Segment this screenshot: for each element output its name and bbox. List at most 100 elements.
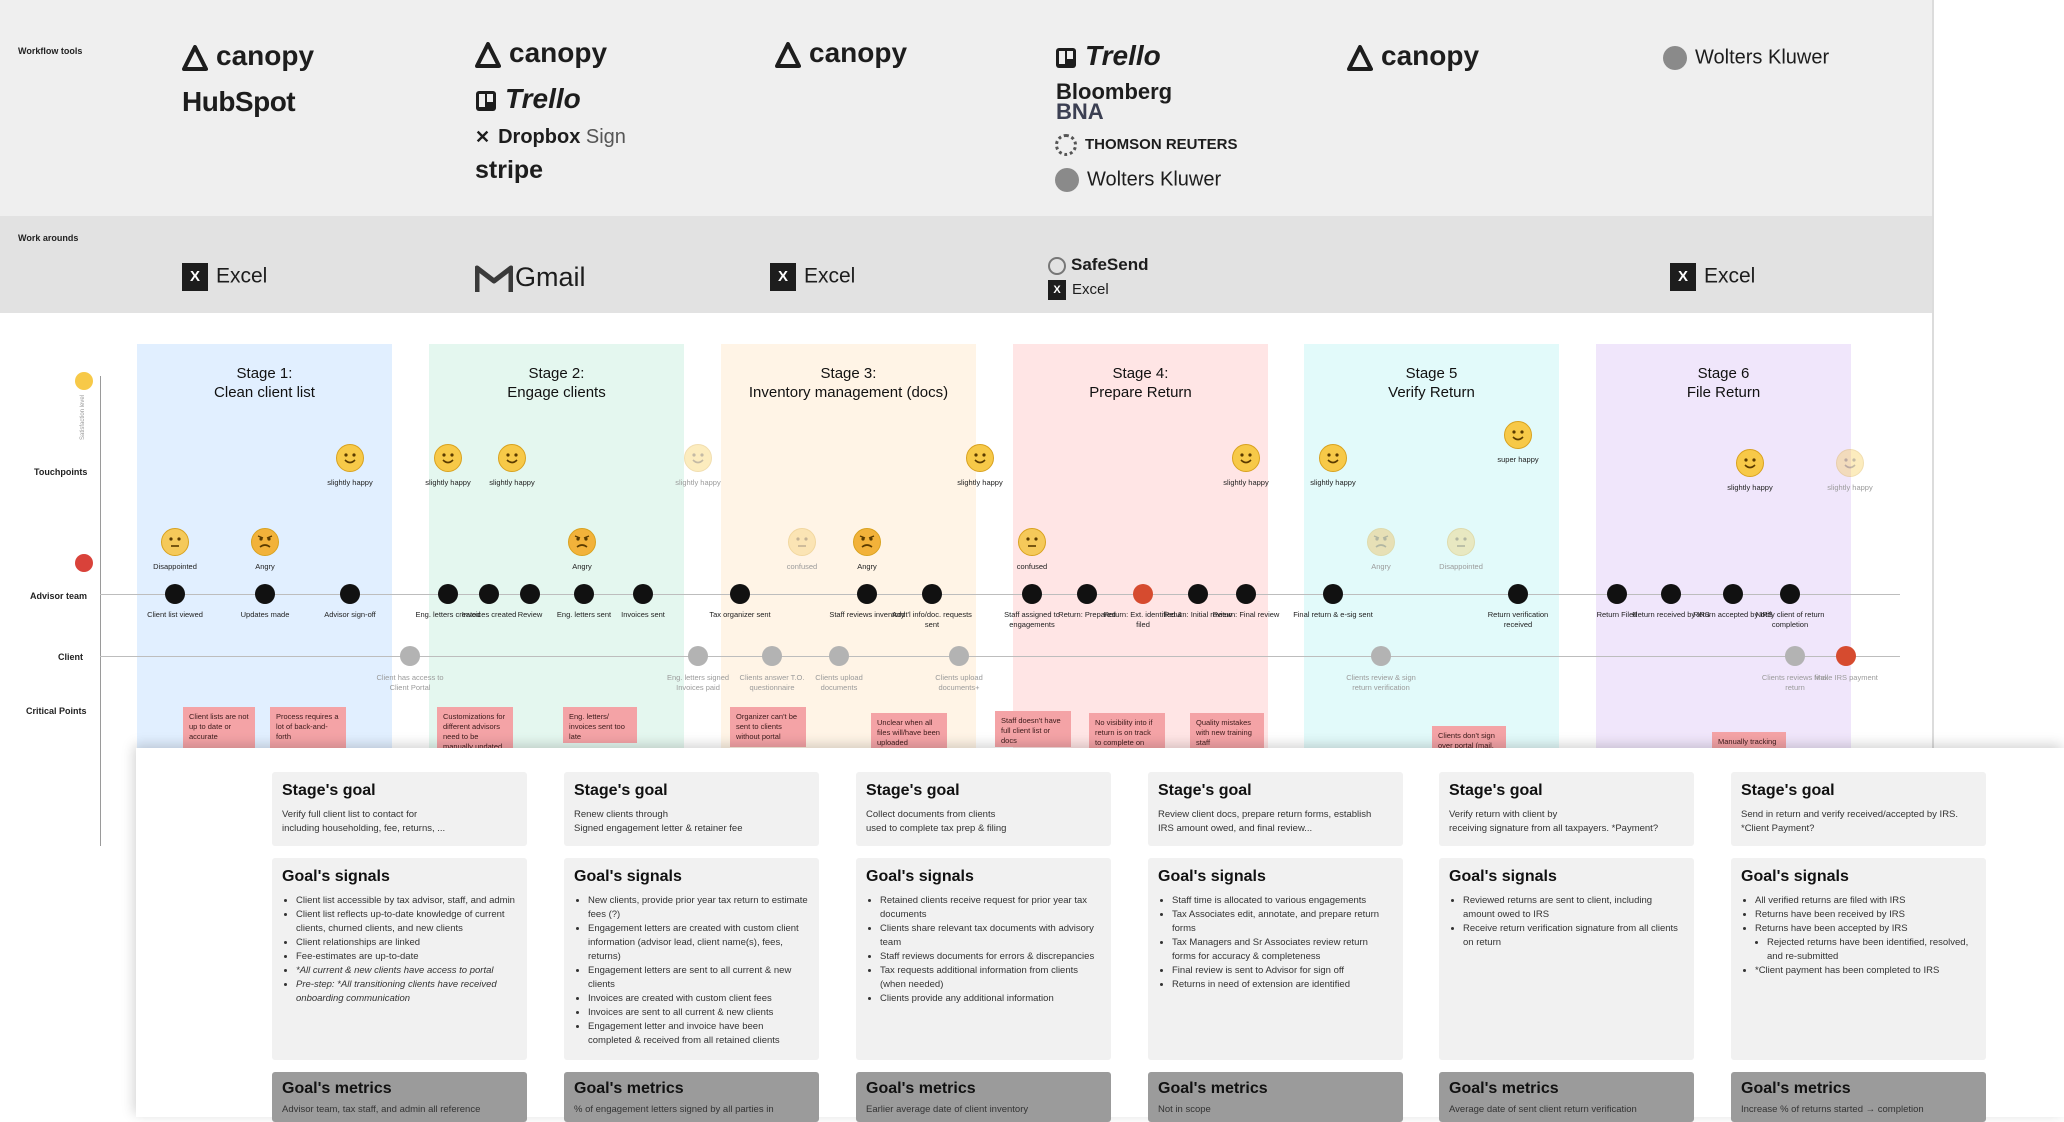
stage-column-4: Stage 4: Prepare Return bbox=[1013, 344, 1268, 764]
advisor-touchpoint-label: Tax organizer sent bbox=[709, 610, 771, 619]
advisor-touchpoint-node[interactable] bbox=[1607, 584, 1627, 604]
goal-metric-text: Increase % of returns started → completi… bbox=[1741, 1104, 1924, 1115]
stage-column-6: Stage 6 File Return bbox=[1596, 344, 1851, 764]
satisfaction-axis bbox=[100, 376, 101, 846]
canopy-logo: canopy bbox=[1347, 40, 1479, 72]
goal-signals-list: Reviewed returns are sent to client, inc… bbox=[1449, 894, 1684, 950]
client-touchpoint-label: Clients review & sign return verificatio… bbox=[1346, 673, 1416, 692]
advisor-touchpoint-node[interactable] bbox=[1661, 584, 1681, 604]
advisor-touchpoint-node[interactable] bbox=[520, 584, 540, 604]
advisor-touchpoint-node[interactable] bbox=[1133, 584, 1153, 604]
client-touchpoint-label: Clients reviews final return bbox=[1761, 673, 1829, 692]
client-touchpoint-node[interactable] bbox=[1371, 646, 1391, 666]
advisor-touchpoint-label: Advisor sign-off bbox=[324, 610, 376, 619]
wolters-kluwer-logo: Wolters Kluwer bbox=[1663, 46, 1829, 70]
canopy-icon bbox=[775, 41, 801, 68]
advisor-touchpoint-node[interactable] bbox=[1780, 584, 1800, 604]
sad-face-icon bbox=[1447, 528, 1475, 556]
emotion-label: confused bbox=[786, 562, 818, 571]
advisor-touchpoint-node[interactable] bbox=[255, 584, 275, 604]
goal-signals-card: Goal's signalsAll verified returns are f… bbox=[1731, 858, 1986, 1060]
advisor-touchpoint-label: Staff assigned to engagements bbox=[1004, 610, 1060, 629]
happy-face-icon bbox=[434, 444, 462, 472]
goal-signals-heading: Goal's signals bbox=[866, 868, 974, 885]
client-touchpoint-node[interactable] bbox=[949, 646, 969, 666]
happy-face-icon bbox=[1319, 444, 1347, 472]
client-touchpoint-label: Client has access to Client Portal bbox=[376, 673, 444, 692]
stage-goal-heading: Stage's goal bbox=[1449, 782, 1543, 799]
goal-signal-item: Clients provide any additional informati… bbox=[880, 992, 1101, 1006]
advisor-touchpoint-node[interactable] bbox=[1508, 584, 1528, 604]
advisor-touchpoint-node[interactable] bbox=[574, 584, 594, 604]
stage-goal-text: Send in return and verify received/accep… bbox=[1741, 809, 1959, 834]
happy-face-icon bbox=[684, 444, 712, 472]
client-touchpoint-node[interactable] bbox=[829, 646, 849, 666]
advisor-touchpoint-node[interactable] bbox=[857, 584, 877, 604]
advisor-touchpoint-node[interactable] bbox=[730, 584, 750, 604]
bloomberg-text: Bloomberg bbox=[1056, 79, 1173, 104]
advisor-touchpoint-node[interactable] bbox=[1022, 584, 1042, 604]
wolters-kluwer-logo: Wolters Kluwer bbox=[1055, 168, 1221, 192]
goal-signal-item: *All current & new clients have access t… bbox=[296, 964, 517, 978]
goal-signals-heading: Goal's signals bbox=[282, 868, 390, 885]
row-label-advisor-team: Advisor team bbox=[30, 591, 88, 601]
goal-signals-card: Goal's signalsClient list accessible by … bbox=[272, 858, 527, 1060]
advisor-touchpoint-label: Return received by IRS bbox=[1632, 610, 1710, 619]
emotion-label: slightly happy bbox=[489, 478, 535, 487]
trello-logo: Trello bbox=[1055, 40, 1161, 72]
advisor-touchpoint-node[interactable] bbox=[1236, 584, 1256, 604]
advisor-touchpoint-node[interactable] bbox=[1323, 584, 1343, 604]
client-touchpoint-node[interactable] bbox=[400, 646, 420, 666]
canopy-logo: canopy bbox=[775, 37, 907, 69]
advisor-touchpoint-node[interactable] bbox=[922, 584, 942, 604]
advisor-touchpoint-node[interactable] bbox=[479, 584, 499, 604]
emotion-label: confused bbox=[1016, 562, 1048, 571]
goal-signal-item: Reviewed returns are sent to client, inc… bbox=[1463, 894, 1684, 922]
emotion-label: slightly happy bbox=[327, 478, 373, 487]
goal-signal-item: *Client payment has been completed to IR… bbox=[1755, 964, 1976, 978]
goal-signal-item: Clients share relevant tax documents wit… bbox=[880, 922, 1101, 950]
advisor-touchpoint-label: Final return & e-sig sent bbox=[1293, 610, 1373, 619]
client-touchpoint-node[interactable] bbox=[1836, 646, 1856, 666]
emotion-label: super happy bbox=[1497, 455, 1539, 464]
critical-point-note: Quality mistakes with new training staff bbox=[1190, 713, 1264, 749]
goal-signals-list: New clients, provide prior year tax retu… bbox=[574, 894, 809, 1048]
advisor-touchpoint-node[interactable] bbox=[340, 584, 360, 604]
goal-signal-item: Client list reflects up-to-date knowledg… bbox=[296, 908, 517, 936]
top-emotion-icon bbox=[75, 372, 93, 390]
excel-icon: X bbox=[182, 263, 208, 291]
goal-signal-item: Receive return verification signature fr… bbox=[1463, 922, 1684, 950]
satisfaction-axis-label: Satisfaction level bbox=[80, 394, 86, 440]
emotion-label: Disappointed bbox=[1439, 562, 1483, 571]
client-touchpoint-node[interactable] bbox=[1785, 646, 1805, 666]
bloomberg-bna-logo: Bloomberg BNA bbox=[1056, 79, 1173, 124]
advisor-touchpoint-node[interactable] bbox=[633, 584, 653, 604]
canopy-logo: canopy bbox=[182, 40, 314, 72]
goal-signals-heading: Goal's signals bbox=[574, 868, 682, 885]
client-touchpoint-node[interactable] bbox=[688, 646, 708, 666]
work-arounds-band bbox=[0, 216, 1932, 313]
advisor-touchpoint-label: Invoices created bbox=[461, 610, 517, 619]
advisor-touchpoint-node[interactable] bbox=[1723, 584, 1743, 604]
stripe-logo: stripe bbox=[475, 156, 544, 184]
bna-text: BNA bbox=[1056, 99, 1104, 124]
row-label-critical-points: Critical Points bbox=[26, 706, 87, 716]
advisor-touchpoint-node[interactable] bbox=[1188, 584, 1208, 604]
advisor-touchpoint-node[interactable] bbox=[165, 584, 185, 604]
trello-icon bbox=[476, 90, 496, 111]
canopy-icon bbox=[475, 41, 501, 68]
critical-point-note: Eng. letters/ invoices sent too late bbox=[563, 707, 637, 743]
critical-point-note: Unclear when all files will/have been up… bbox=[871, 713, 947, 749]
goal-signal-item: Tax requests additional information from… bbox=[880, 964, 1101, 992]
critical-point-note: Organizer can't be sent to clients witho… bbox=[730, 707, 806, 747]
advisor-touchpoint-node[interactable] bbox=[1077, 584, 1097, 604]
happy-face-icon bbox=[1836, 449, 1864, 477]
advisor-touchpoint-node[interactable] bbox=[438, 584, 458, 604]
client-touchpoint-node[interactable] bbox=[762, 646, 782, 666]
